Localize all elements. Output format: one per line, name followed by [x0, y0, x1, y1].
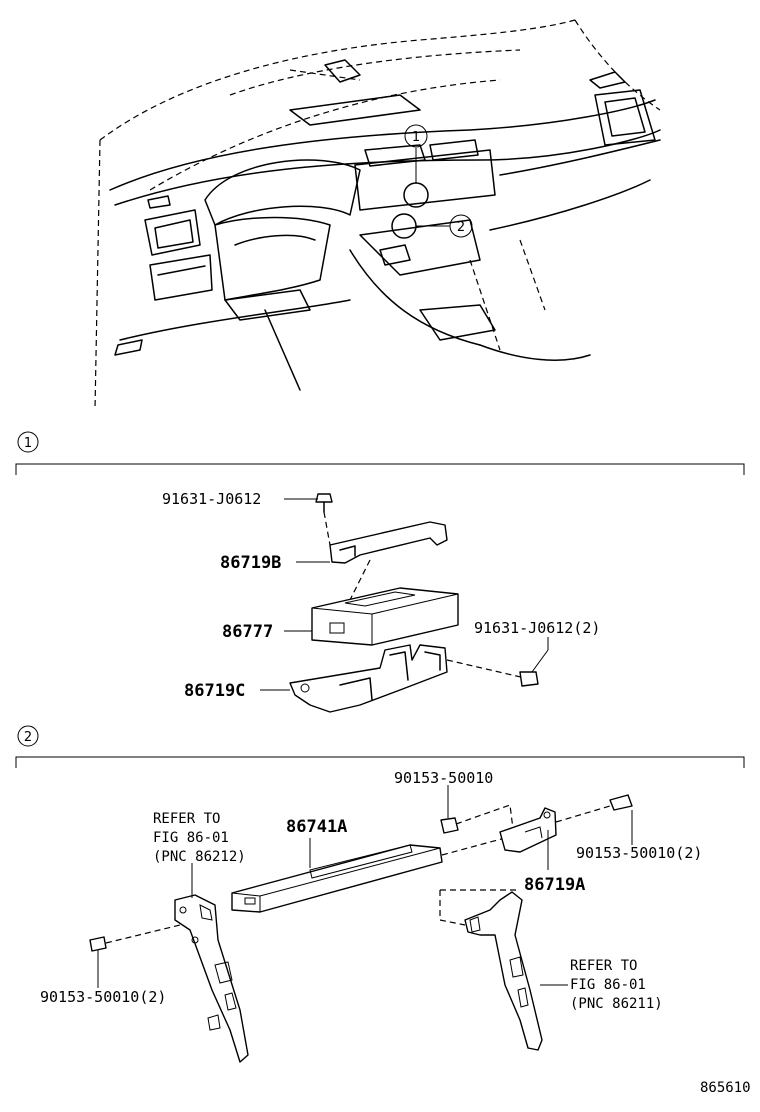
dashboard-overview	[94, 19, 661, 411]
refer-left-line-1: REFER TO	[153, 811, 220, 827]
label-86719A: 86719A	[524, 875, 585, 895]
label-91631-J0612-2: 91631-J0612(2)	[474, 619, 600, 637]
section-1-parts	[289, 493, 539, 713]
refer-left-line-2: FIG 86-01	[153, 830, 229, 846]
refer-right-line-1: REFER TO	[570, 958, 637, 974]
section-2-header: 2	[15, 725, 745, 768]
label-90153-50010-2-left: 90153-50010(2)	[40, 988, 166, 1006]
section-2-leaders	[97, 785, 633, 988]
label-91631-J0612: 91631-J0612	[162, 490, 261, 508]
label-90153-50010: 90153-50010	[394, 769, 493, 787]
section-1-header: 1	[15, 431, 745, 475]
svg-text:2: 2	[457, 220, 465, 235]
refer-right-line-3: (PNC 86211)	[570, 996, 663, 1012]
refer-left-line-3: (PNC 86212)	[153, 849, 246, 865]
section-1-leaders	[260, 498, 549, 691]
label-86719B: 86719B	[220, 553, 281, 573]
figure-id: 865610	[700, 1080, 751, 1096]
section-2-parts	[89, 794, 633, 1063]
svg-text:1: 1	[412, 130, 420, 145]
label-86741A: 86741A	[286, 817, 347, 837]
label-86719C: 86719C	[184, 681, 245, 701]
svg-text:2: 2	[24, 730, 32, 745]
label-86777: 86777	[222, 622, 273, 642]
overview-callout-1: 1	[404, 124, 428, 148]
refer-right-line-2: FIG 86-01	[570, 977, 646, 993]
svg-text:1: 1	[24, 436, 32, 451]
overview-callout-2: 2	[449, 214, 473, 238]
label-90153-50010-2-right: 90153-50010(2)	[576, 844, 702, 862]
